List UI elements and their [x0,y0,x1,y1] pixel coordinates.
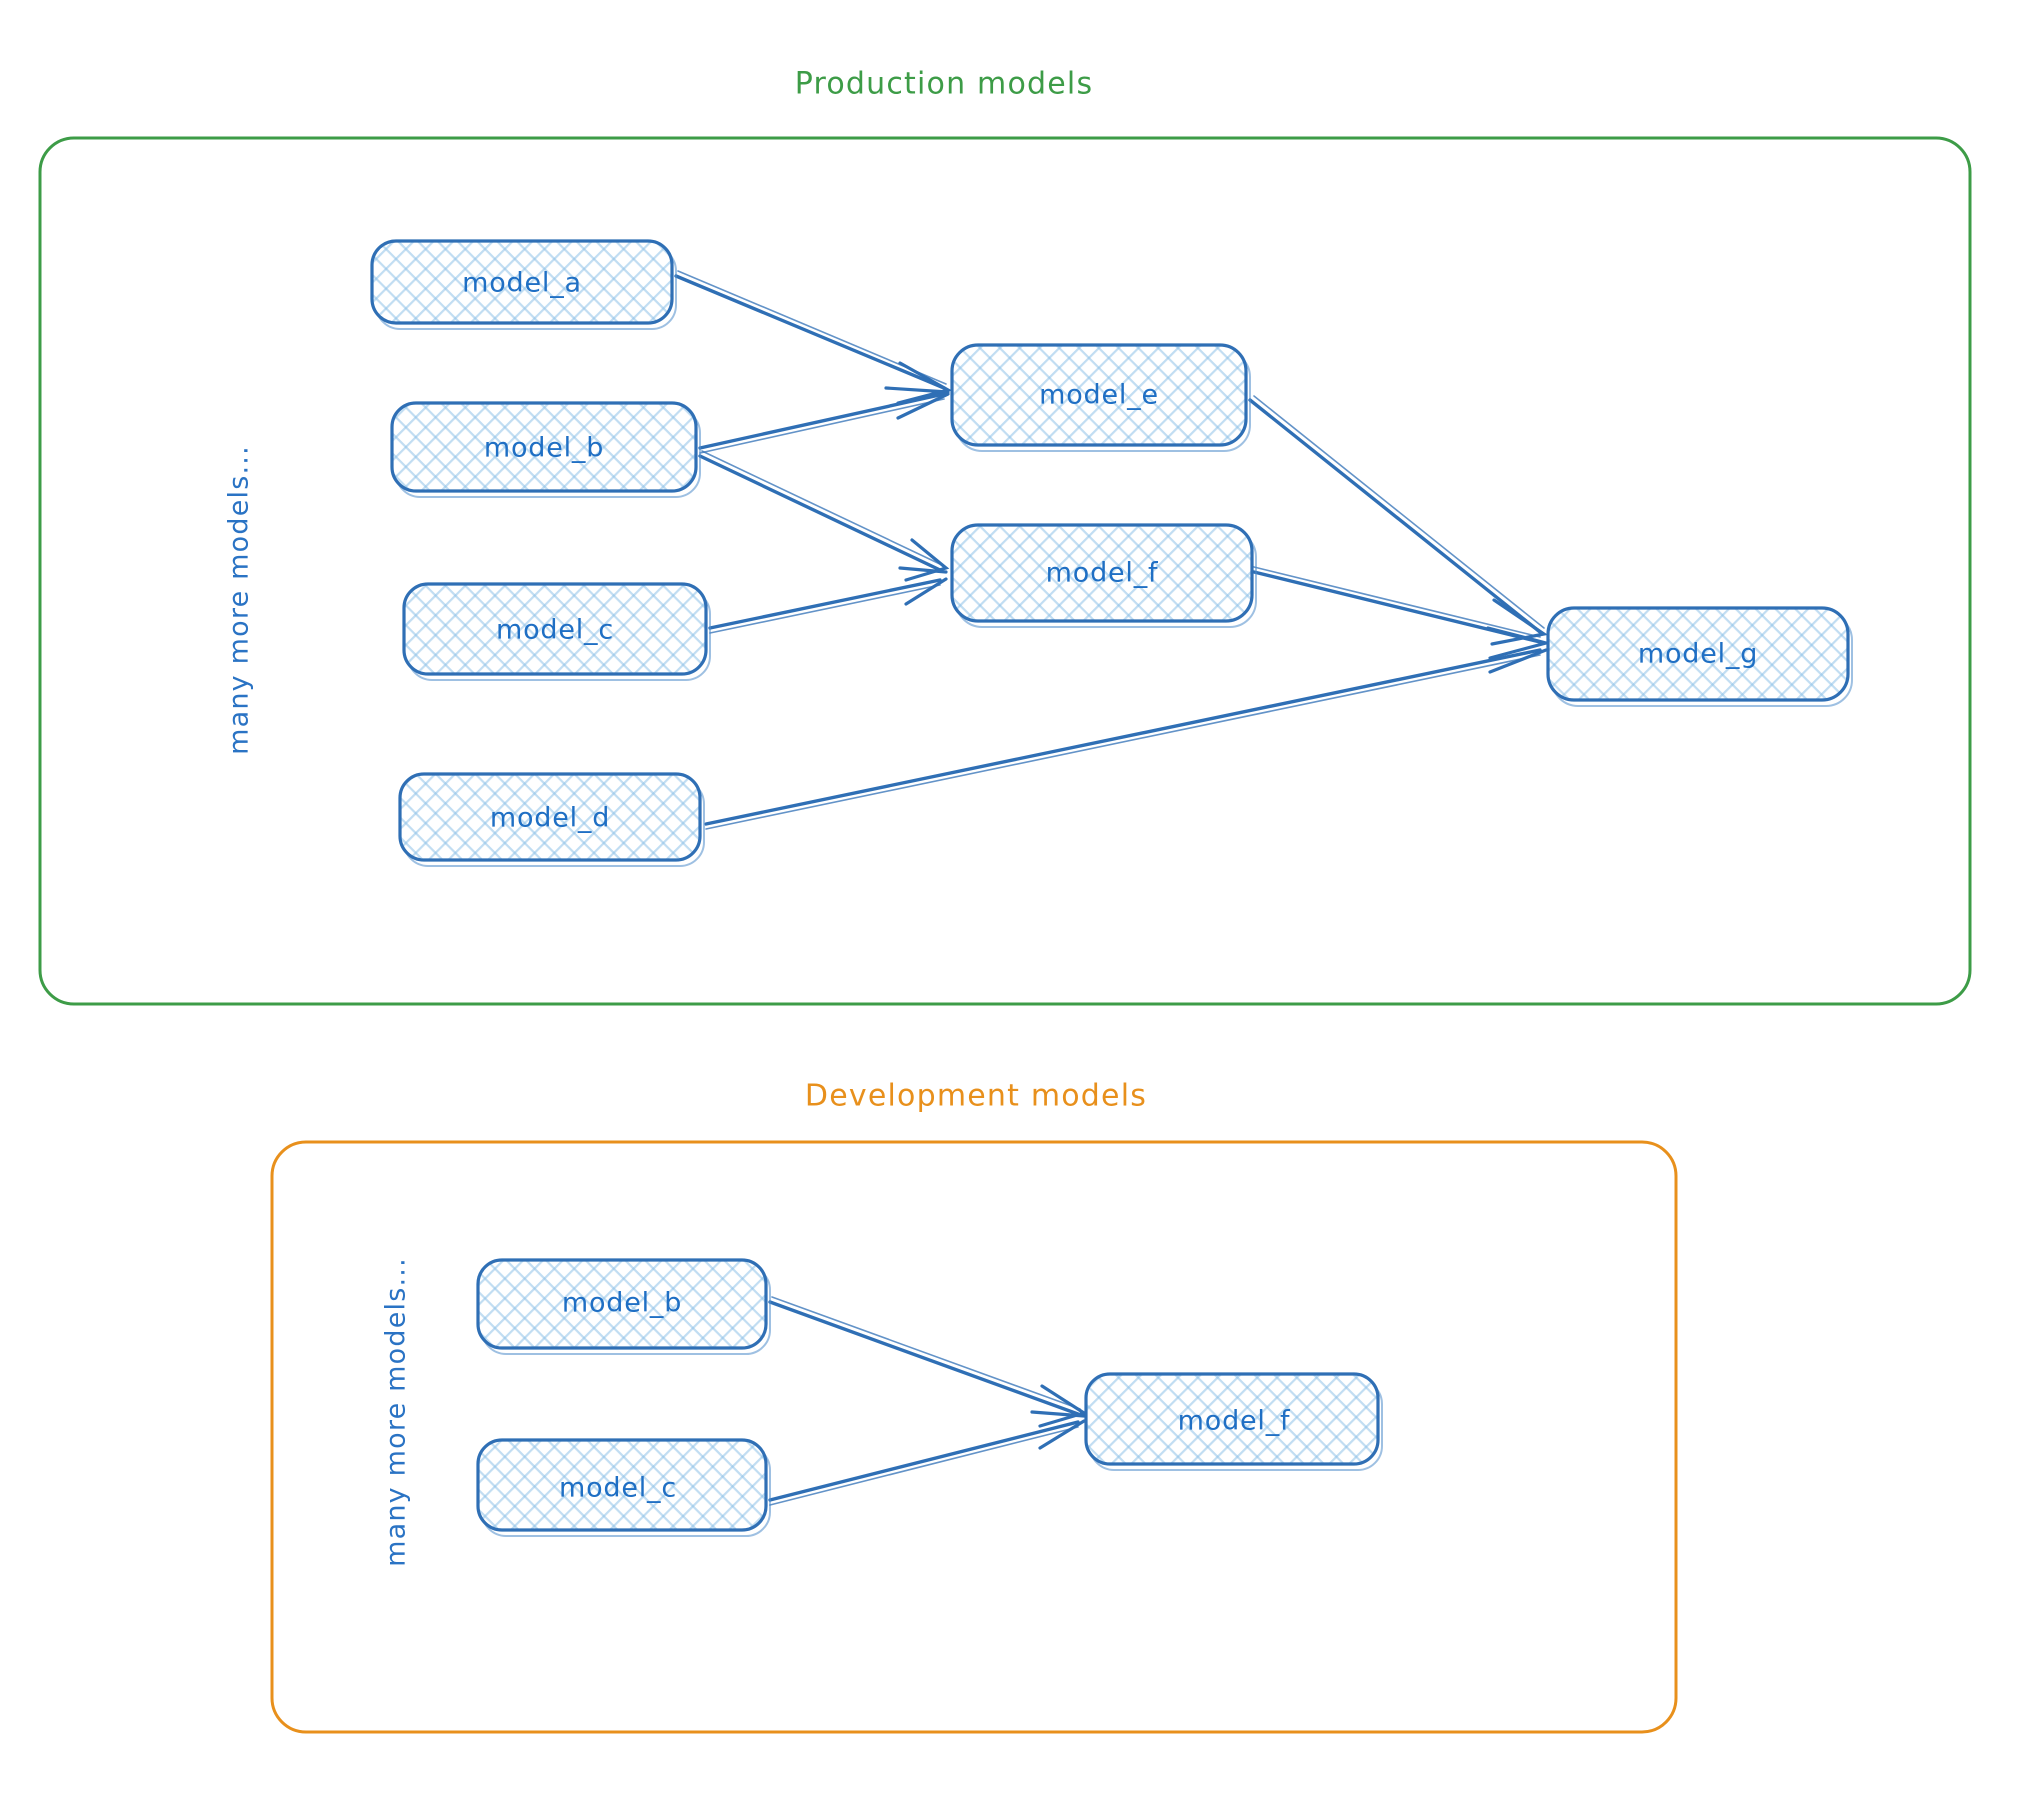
node-label: model_e [1039,380,1159,411]
edge-a-to-e [674,270,953,405]
arrowhead [898,566,948,574]
edge-b-to-f [698,450,950,582]
node-dev-model-b[interactable]: model_b [476,1258,771,1355]
edge-d-to-g [704,648,1548,830]
node-prod-model-c[interactable]: model_c [402,582,711,681]
edge-dev-b-to-f [768,1296,1088,1428]
node-prod-model-f[interactable]: model_f [950,523,1257,628]
development-edges [768,1296,1088,1506]
node-prod-model-a[interactable]: model_a [370,239,677,330]
panel-production-border [38,136,1972,1006]
edge-e-to-g [1248,395,1549,646]
node-label: model_g [1638,639,1758,670]
node-label: model_d [490,803,610,834]
production-edges [674,270,1553,830]
arrowhead [1486,626,1553,660]
arrowhead [904,577,948,606]
edge-b-to-e [698,392,950,454]
node-label: model_c [496,615,614,646]
edge-f-to-g [1252,566,1553,660]
node-label: model_c [559,1473,677,1504]
panel-production-title: Production models [795,67,1094,102]
node-dev-model-f[interactable]: model_f [1084,1372,1383,1471]
arrowhead [904,538,950,582]
node-label: model_f [1046,558,1159,589]
panel-development-border [270,1140,1678,1734]
arrowhead [884,386,950,394]
node-dev-model-c[interactable]: model_c [476,1438,771,1537]
node-prod-model-e[interactable]: model_e [950,343,1251,452]
node-label: model_a [462,268,582,299]
node-label: model_f [1178,1406,1291,1437]
arrowhead [1488,648,1548,674]
arrowhead [1030,1410,1086,1418]
panel-development: Development models many more models... [270,1079,1678,1734]
panel-production: Production models many more models... [38,67,1972,1006]
edge-dev-c-to-f [768,1419,1086,1506]
panel-development-side-label: many more models... [381,1257,412,1567]
edge-c-to-f [708,577,948,634]
node-label: model_b [484,433,604,464]
panel-development-title: Development models [805,1079,1147,1114]
arrowhead [1490,598,1549,646]
arrowhead [1038,1419,1086,1450]
node-prod-model-b[interactable]: model_b [390,401,701,498]
node-label: model_b [562,1288,682,1319]
arrowhead [896,361,953,405]
arrowhead [896,392,950,420]
node-prod-model-g[interactable]: model_g [1546,606,1853,707]
node-prod-model-d[interactable]: model_d [398,772,705,867]
panel-production-side-label: many more models... [224,445,255,755]
arrowhead [1038,1384,1088,1428]
